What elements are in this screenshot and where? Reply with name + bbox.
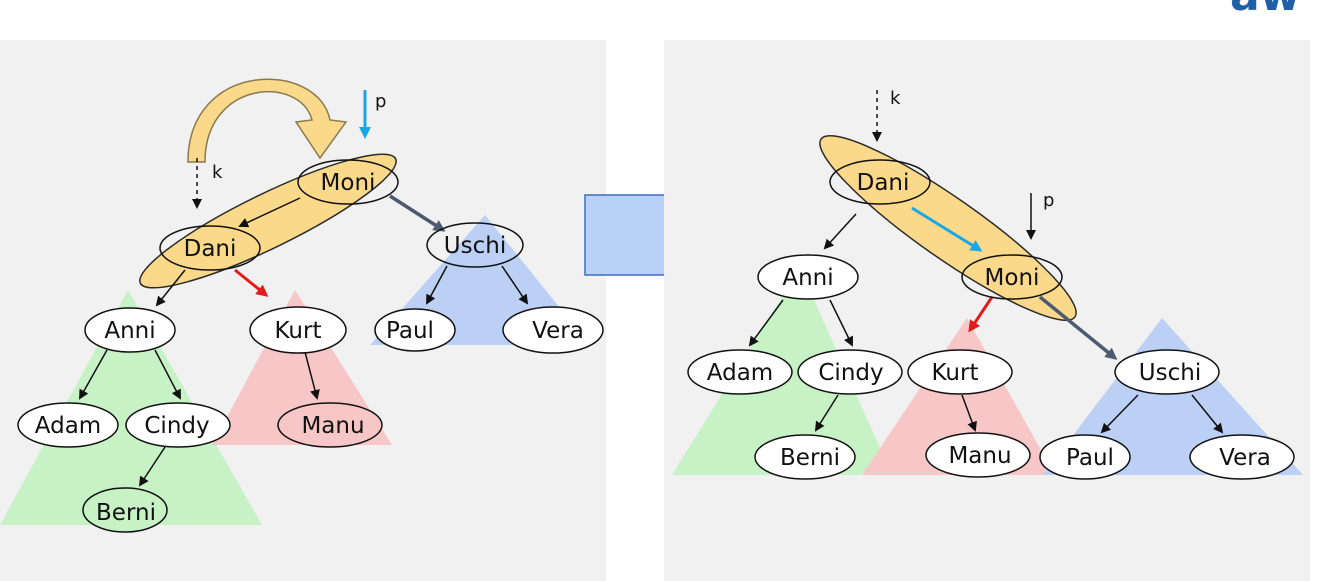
rotation-highlight — [139, 153, 397, 289]
node-label: Manu — [948, 443, 1011, 469]
node-label: Vera — [532, 318, 584, 344]
edge-uschi-paul — [426, 265, 448, 305]
edge-dani-moni — [911, 206, 983, 252]
pointer-k-label: k — [890, 88, 901, 109]
edge-cindy-berni — [814, 394, 839, 432]
node-label: Cindy — [144, 413, 209, 439]
node-label: Berni — [96, 500, 156, 526]
before-panel: p k Moni Dani Uschi Anni — [0, 40, 606, 581]
node-berni: Berni — [82, 487, 168, 533]
logo-text: aw — [1230, 0, 1300, 21]
node-label: Cindy — [818, 360, 883, 386]
node-label: Berni — [780, 445, 840, 471]
edge-uschi-paul — [1100, 394, 1139, 434]
node-label: Dani — [857, 170, 910, 196]
edge-moni-uschi — [1038, 295, 1118, 360]
edge-moni-uschi — [389, 194, 446, 232]
node-moni: Moni — [961, 254, 1063, 300]
edge-kurt-manu — [304, 351, 320, 400]
rotation-highlight — [819, 135, 1077, 321]
edge-cindy-berni — [138, 446, 166, 487]
node-label: Adam — [35, 413, 101, 439]
pointer-k-label: k — [212, 162, 223, 183]
edge-dani-anni — [155, 269, 186, 307]
node-adam: Adam — [687, 349, 793, 395]
edge-anni-adam — [79, 349, 108, 400]
node-label: Anni — [782, 265, 833, 291]
node-moni: Moni — [297, 159, 399, 205]
node-label: Paul — [386, 318, 434, 344]
red-subtree-triangle — [862, 318, 1055, 475]
node-label: Uschi — [444, 233, 506, 259]
node-label: Moni — [985, 265, 1040, 291]
edge-anni-cindy — [154, 349, 181, 400]
edge-kurt-manu — [961, 394, 977, 432]
node-label: Kurt — [275, 318, 322, 344]
node-label: Kurt — [932, 360, 979, 386]
node-kurt: Kurt — [249, 306, 347, 354]
green-subtree-triangle — [0, 290, 262, 525]
node-label: Uschi — [1139, 360, 1201, 386]
node-uschi: Uschi — [426, 222, 524, 268]
node-dani: Dani — [829, 159, 931, 205]
pointer-p-label: p — [1043, 190, 1054, 211]
node-manu: Manu — [277, 402, 383, 448]
node-anni: Anni — [757, 254, 859, 300]
node-uschi: Uschi — [1114, 349, 1220, 395]
edge-uschi-vera — [501, 265, 529, 305]
edge-anni-cindy — [829, 299, 853, 347]
node-paul: Paul — [1039, 434, 1131, 480]
edge-moni-kurt — [968, 296, 994, 333]
node-label: Adam — [707, 360, 773, 386]
edge-anni-adam — [748, 299, 784, 347]
node-anni: Anni — [84, 307, 176, 353]
node-manu: Manu — [925, 432, 1031, 478]
node-adam: Adam — [17, 402, 119, 448]
node-label: Manu — [301, 413, 364, 439]
node-dani: Dani — [159, 225, 261, 271]
edge-uschi-vera — [1191, 394, 1224, 434]
node-vera: Vera — [502, 306, 604, 354]
rotation-arrow-icon — [187, 78, 348, 163]
node-paul: Paul — [374, 308, 456, 352]
node-label: Vera — [1219, 445, 1271, 471]
node-vera: Vera — [1189, 434, 1295, 480]
pointer-p-label: p — [375, 91, 386, 112]
node-label: Moni — [321, 170, 376, 196]
node-kurt: Kurt — [907, 349, 1013, 395]
node-label: Anni — [104, 318, 155, 344]
node-cindy: Cindy — [797, 349, 903, 395]
after-panel: k p Dani Anni Moni Adam — [664, 40, 1310, 581]
edge-dani-kurt — [234, 268, 269, 297]
edge-dani-anni — [823, 213, 857, 250]
node-berni: Berni — [754, 434, 856, 480]
node-cindy: Cindy — [125, 402, 231, 448]
after-panel-bg — [664, 40, 1310, 581]
node-label: Paul — [1066, 445, 1114, 471]
node-label: Dani — [184, 236, 237, 262]
edge-moni-dani — [238, 197, 301, 228]
